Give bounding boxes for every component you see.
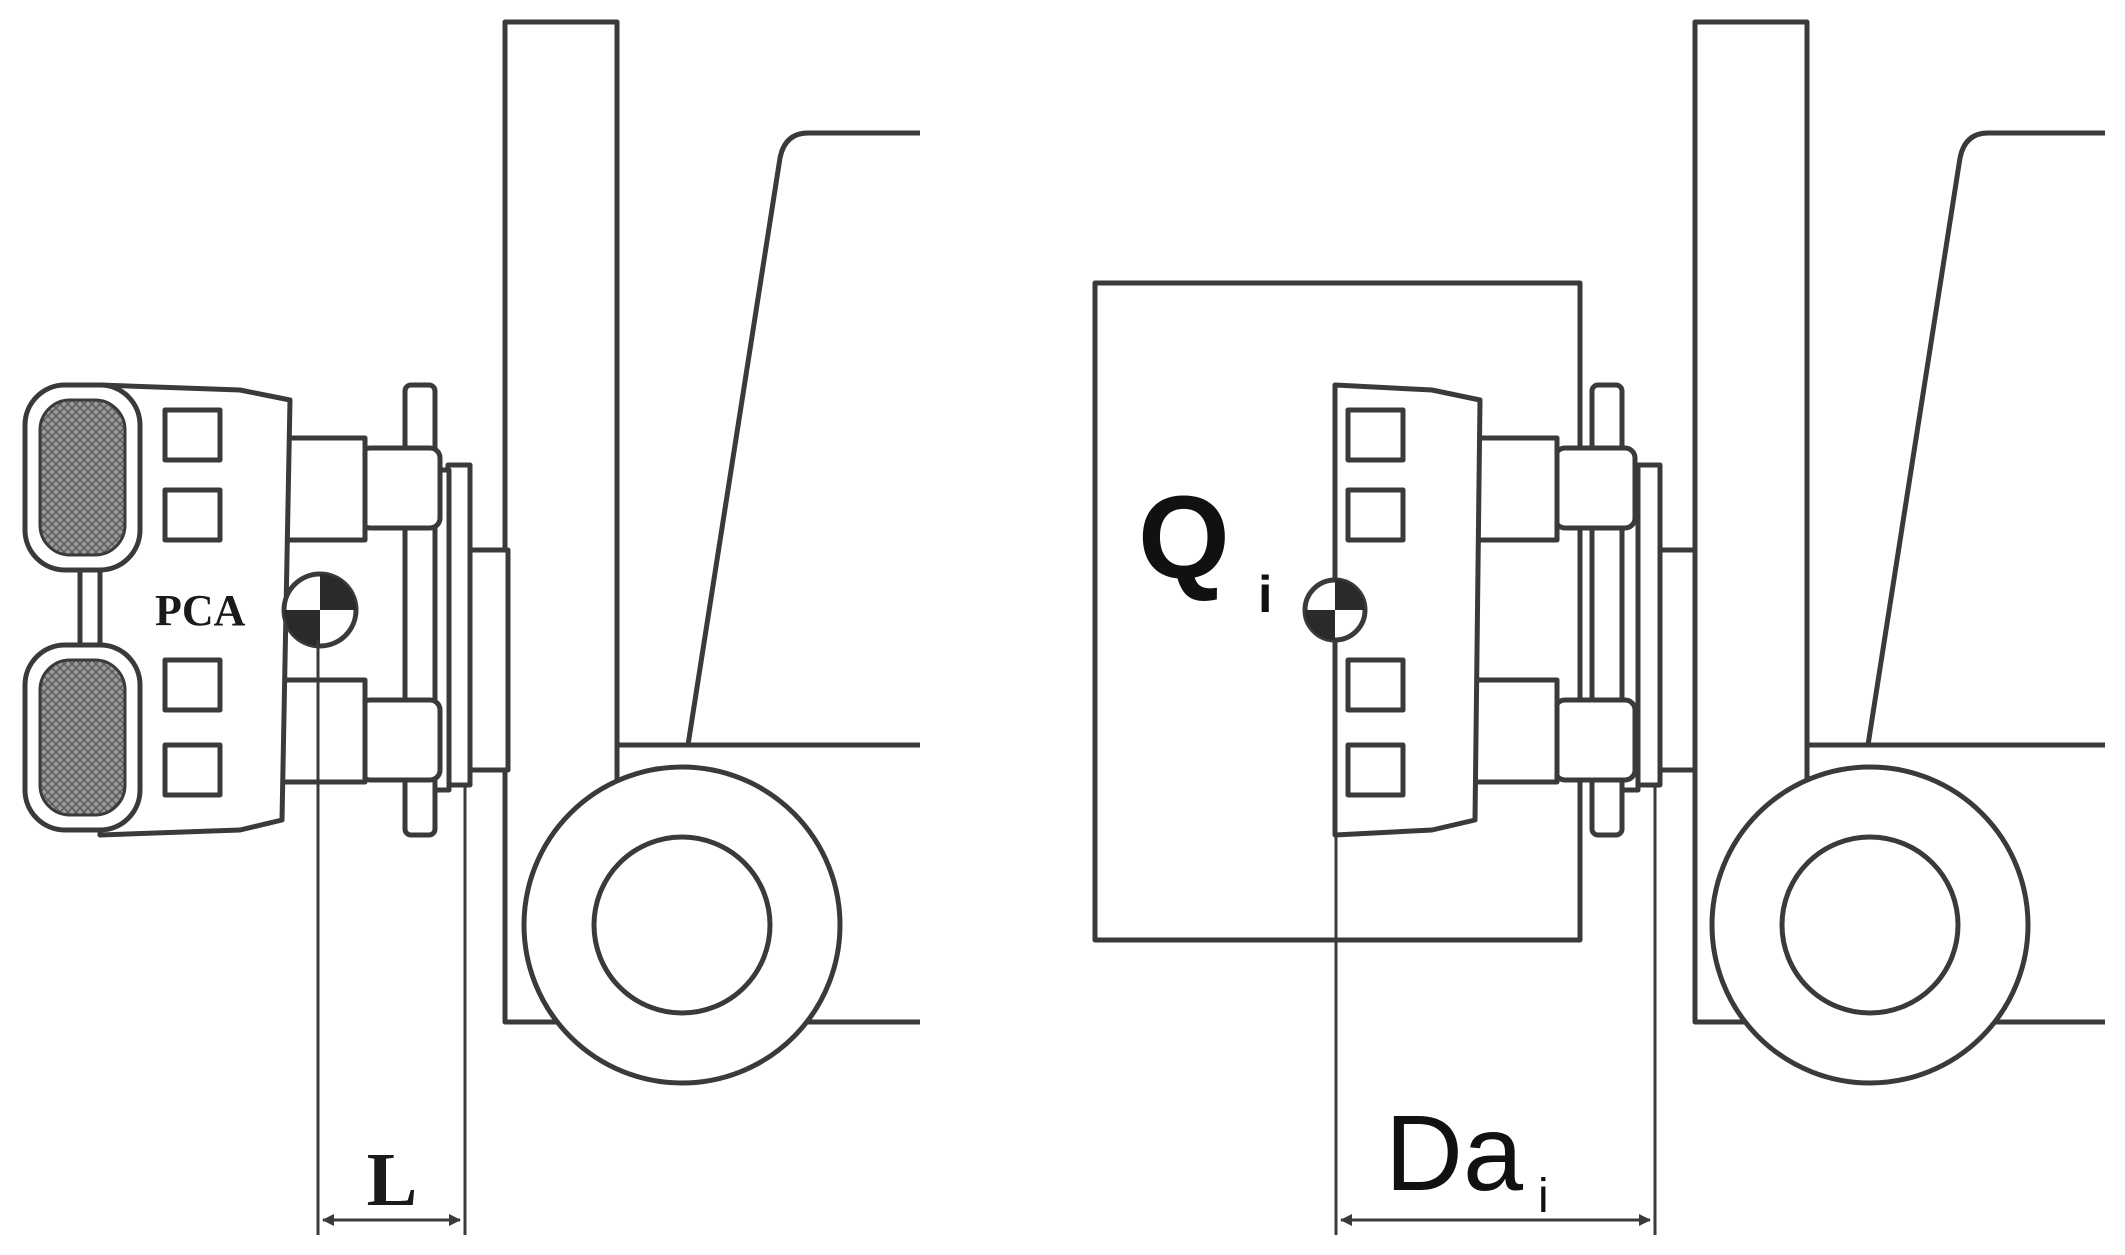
clamp-pad-4 [162, 742, 223, 798]
tire-clamp-attachment-right [1332, 382, 1638, 838]
clamp-pad-2 [1345, 487, 1406, 543]
clamp-pad-1 [162, 407, 223, 463]
tire-clamp-attachment-left [22, 382, 443, 838]
forklift-wheel-icon [521, 764, 843, 1086]
left-panel: PCA L [22, 19, 920, 1235]
dimension-da [1334, 640, 1657, 1235]
right-panel: Q i Da i [1092, 19, 2105, 1235]
clamp-hinge-top [357, 445, 443, 531]
dimension-l [316, 640, 467, 1235]
clamp-pad-1 [1345, 407, 1406, 463]
dimension-da-subscript: i [1538, 1170, 1549, 1223]
forklift-truck-right [1692, 19, 2105, 1086]
pca-label: PCA [155, 586, 246, 635]
center-of-gravity-icon [1302, 577, 1368, 643]
overhead-guard [685, 130, 920, 746]
fork-backrest [1635, 462, 1663, 788]
carriage-mount [1657, 547, 1698, 773]
load-q-subscript: i [1258, 566, 1272, 624]
forklift-wheel-icon [1709, 764, 2031, 1086]
clamp-pad-4 [1345, 742, 1406, 798]
dimension-da-label: Da [1385, 1092, 1524, 1213]
clamp-pad-2 [162, 487, 223, 543]
load-q-label: Q [1138, 472, 1230, 604]
clamp-pad-3 [1345, 657, 1406, 713]
clamp-pad-3 [162, 657, 223, 713]
tire-icon [22, 382, 143, 573]
overhead-guard [1865, 130, 2105, 746]
clamp-hinge-bottom [1552, 697, 1638, 783]
clamp-hinge-bottom [357, 697, 443, 783]
center-of-gravity-icon [281, 571, 359, 649]
tire-icon [22, 642, 143, 833]
carriage-mount [467, 547, 511, 773]
clamp-hinge-top [1552, 445, 1638, 531]
dimension-l-label: L [367, 1138, 418, 1222]
forklift-truck-left [502, 19, 920, 1086]
clamp-frame [97, 382, 293, 838]
